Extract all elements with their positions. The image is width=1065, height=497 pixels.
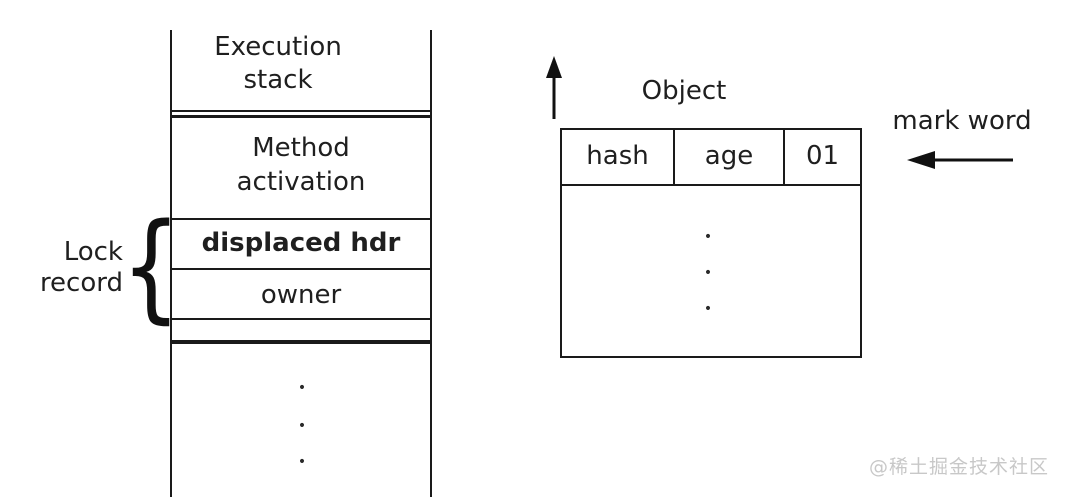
mark-word-header-row: hash age 01 (562, 130, 860, 186)
object-ellipsis-dot: • (703, 265, 713, 281)
execution-stack-title: Execution stack (178, 31, 378, 97)
lock-bits-field: 01 (805, 141, 840, 171)
execution-stack-title-line2: stack (243, 65, 313, 95)
execution-stack: Execution stack Method activation displa… (170, 30, 562, 497)
stack-ellipsis-dot: • (297, 418, 307, 434)
stack-divider-thin (172, 110, 430, 112)
object-ellipsis-dot: • (703, 229, 713, 245)
displaced-hdr-slot: displaced hdr (201, 228, 401, 258)
watermark: @稀土掘金技术社区 (868, 456, 1049, 478)
frame-bottom-divider-thick (172, 340, 430, 344)
row-divider (172, 318, 430, 320)
row-divider (172, 218, 430, 220)
method-activation-frame: Method activation (172, 131, 430, 199)
execution-stack-title-line1: Execution (214, 32, 342, 62)
row-divider (172, 268, 430, 270)
lock-record-brace-icon: { (121, 197, 182, 335)
stack-growth-up-arrow-icon (546, 56, 562, 119)
stack-ellipsis-dot: • (297, 380, 307, 396)
object-title: Object (641, 76, 727, 106)
owner-slot: owner (260, 280, 342, 310)
mark-word-label: mark word (892, 106, 1032, 136)
stack-divider-thick (172, 115, 430, 118)
object-box: hash age 01 • • • (560, 128, 862, 358)
stack-ellipsis-dot: • (297, 454, 307, 470)
age-field: age (675, 130, 785, 184)
object-ellipsis-dot: • (703, 301, 713, 317)
method-activation-line1: Method (252, 133, 350, 163)
method-activation-line2: activation (236, 167, 366, 197)
lock-record-label: Lock record (5, 237, 123, 299)
lock-record-label-line2: record (39, 268, 123, 298)
hash-field: hash (562, 130, 675, 184)
lock-record-label-line1: Lock (63, 237, 123, 267)
mark-word-left-arrow-icon (907, 151, 1013, 169)
